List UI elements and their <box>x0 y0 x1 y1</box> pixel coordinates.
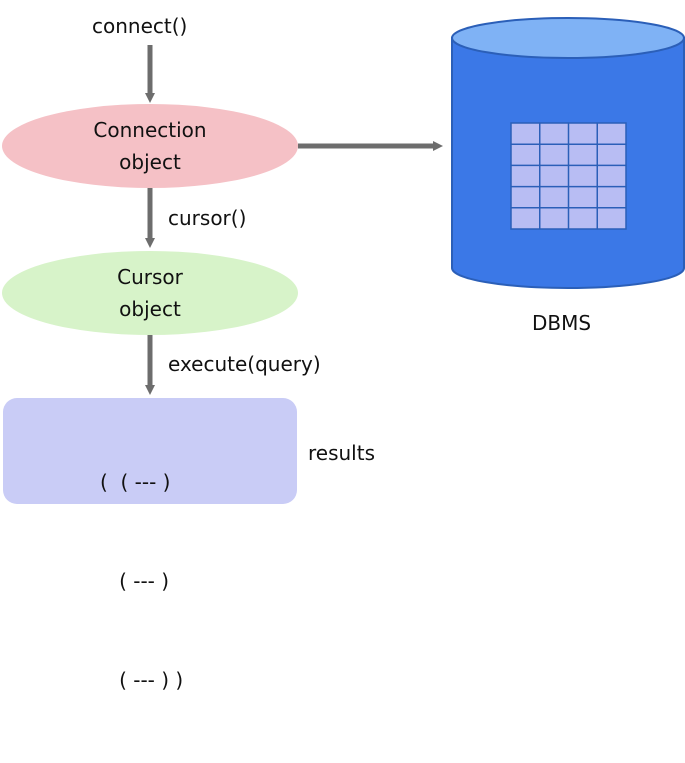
results-tuples: ( ( --- ) ( --- ) ( --- ) ) <box>100 400 183 763</box>
cursor-object-line2: object <box>119 297 181 321</box>
connection-object-label: Connection object <box>40 114 260 178</box>
results-box <box>3 398 297 504</box>
connection-object-line1: Connection <box>93 118 207 142</box>
results-label: results <box>308 441 376 465</box>
diagram-canvas: connect() cursor() execute(query) Connec… <box>2 14 685 692</box>
connection-object-node <box>2 104 298 188</box>
execute-call-label: execute(query) <box>168 352 321 376</box>
cursor-object-node <box>2 251 298 335</box>
dbms-cylinder-icon <box>451 17 685 289</box>
results-line-3: ( --- ) ) <box>100 668 184 692</box>
db-table-grid-icon <box>510 122 627 230</box>
connection-object-line2: object <box>119 150 181 174</box>
results-line-1: ( ( --- ) <box>100 470 171 494</box>
results-line-2: ( --- ) <box>100 569 170 593</box>
dbms-label: DBMS <box>532 311 592 335</box>
connect-call-label: connect() <box>92 14 188 38</box>
cursor-object-line1: Cursor <box>117 265 183 289</box>
cursor-call-label: cursor() <box>168 206 247 230</box>
cursor-object-label: Cursor object <box>40 261 260 325</box>
diagram-graphics <box>2 17 685 395</box>
